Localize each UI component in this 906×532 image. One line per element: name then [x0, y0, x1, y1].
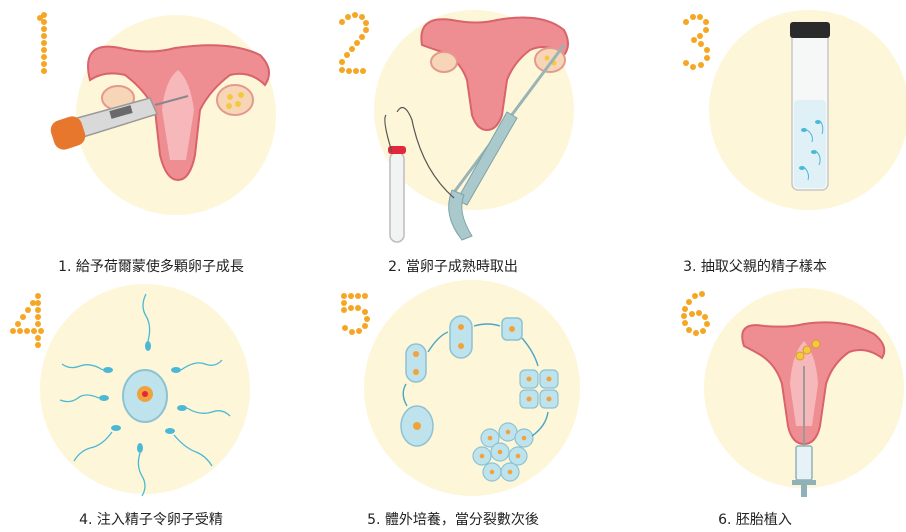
step-4-caption: 4. 注入精子令卵子受精	[0, 509, 302, 529]
step-6-illustration	[604, 266, 906, 532]
step-5-panel: 5. 體外培養，當分裂數次後	[302, 266, 604, 532]
step-4-panel: 4. 注入精子令卵子受精	[0, 266, 302, 532]
numeral-2-dots	[339, 12, 369, 74]
step-2-illustration	[302, 0, 604, 266]
step-6-panel: 6. 胚胎植入	[604, 266, 906, 532]
step-6-caption: 6. 胚胎植入	[604, 509, 906, 529]
numeral-3-dots	[683, 14, 710, 70]
step-2-panel: 2. 當卵子成熟時取出	[302, 0, 604, 266]
step-1-panel: 1. 給予荷爾蒙使多顆卵子成長	[0, 0, 302, 266]
sperm-sample-tube	[790, 22, 830, 190]
step-1-illustration	[0, 0, 302, 266]
step-3-illustration	[604, 0, 906, 266]
step-3-panel: 3. 抽取父親的精子樣本	[604, 0, 906, 266]
numeral-5-dots	[341, 293, 370, 335]
numeral-1-dots	[37, 12, 47, 74]
step-5-illustration	[302, 266, 604, 532]
numeral-4-dots	[10, 293, 44, 348]
egg-cell	[123, 370, 167, 422]
step-4-illustration	[0, 266, 302, 532]
numeral-6-dots	[681, 291, 710, 336]
step-5-caption: 5. 體外培養，當分裂數次後	[302, 509, 604, 529]
